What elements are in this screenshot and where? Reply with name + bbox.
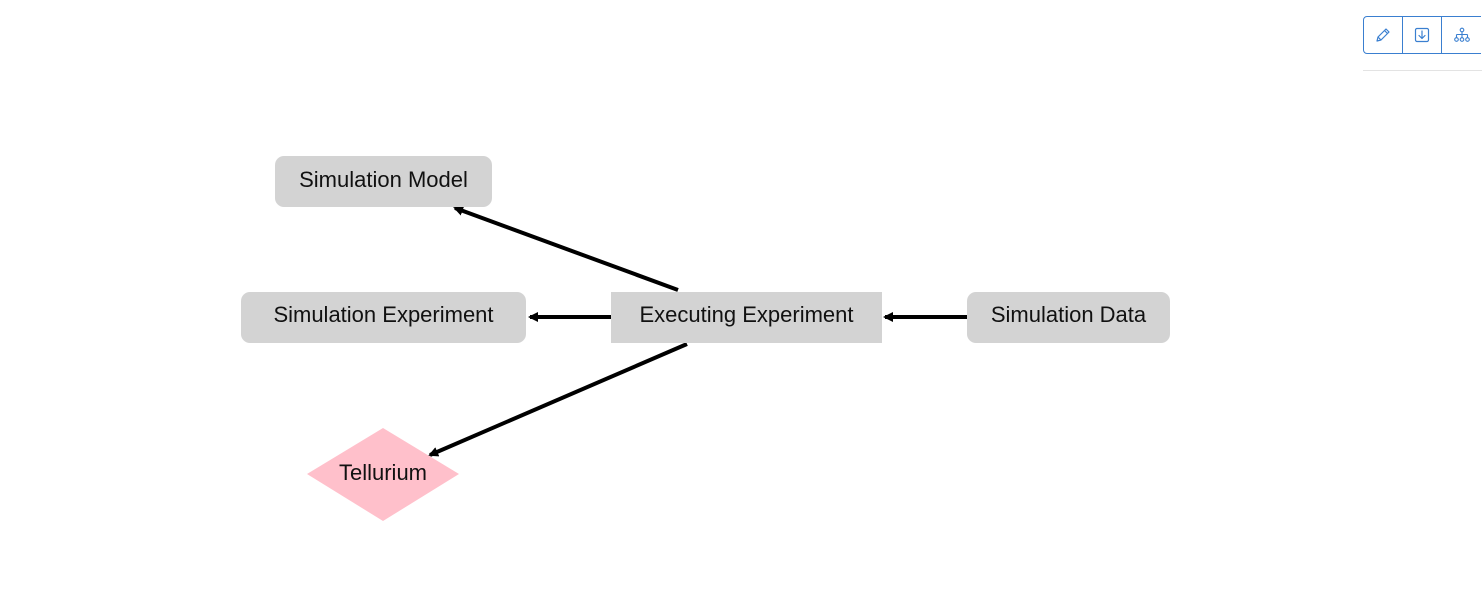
- node-tellurium[interactable]: Tellurium: [307, 428, 459, 521]
- node-shape: [967, 292, 1170, 343]
- node-executing-experiment[interactable]: Executing Experiment: [611, 292, 882, 343]
- edge-executing-to-tellurium: [428, 342, 688, 457]
- node-shape: [241, 292, 526, 343]
- edge-executing-to-model: [453, 206, 679, 292]
- layout-button[interactable]: [1441, 16, 1481, 54]
- node-shape: [307, 428, 459, 521]
- diagram-toolbar: [1363, 16, 1482, 54]
- download-button[interactable]: [1402, 16, 1442, 54]
- node-shape: [611, 292, 882, 343]
- hierarchy-icon: [1453, 27, 1470, 42]
- download-icon: [1414, 27, 1430, 43]
- node-label: Simulation Data: [991, 302, 1147, 327]
- node-simulation-data[interactable]: Simulation Data: [967, 292, 1170, 343]
- pencil-icon: [1376, 28, 1390, 42]
- node-simulation-model[interactable]: Simulation Model: [275, 156, 492, 207]
- node-label: Executing Experiment: [640, 302, 854, 327]
- edges-layer: [428, 206, 967, 457]
- node-simulation-experiment[interactable]: Simulation Experiment: [241, 292, 526, 343]
- node-shape: [275, 156, 492, 207]
- toolbar-divider: [1363, 70, 1482, 71]
- nodes-layer: Simulation Model Simulation Experiment E…: [241, 156, 1170, 521]
- edit-button[interactable]: [1363, 16, 1403, 54]
- node-label: Simulation Model: [299, 167, 468, 192]
- node-label: Tellurium: [339, 460, 427, 485]
- node-label: Simulation Experiment: [273, 302, 493, 327]
